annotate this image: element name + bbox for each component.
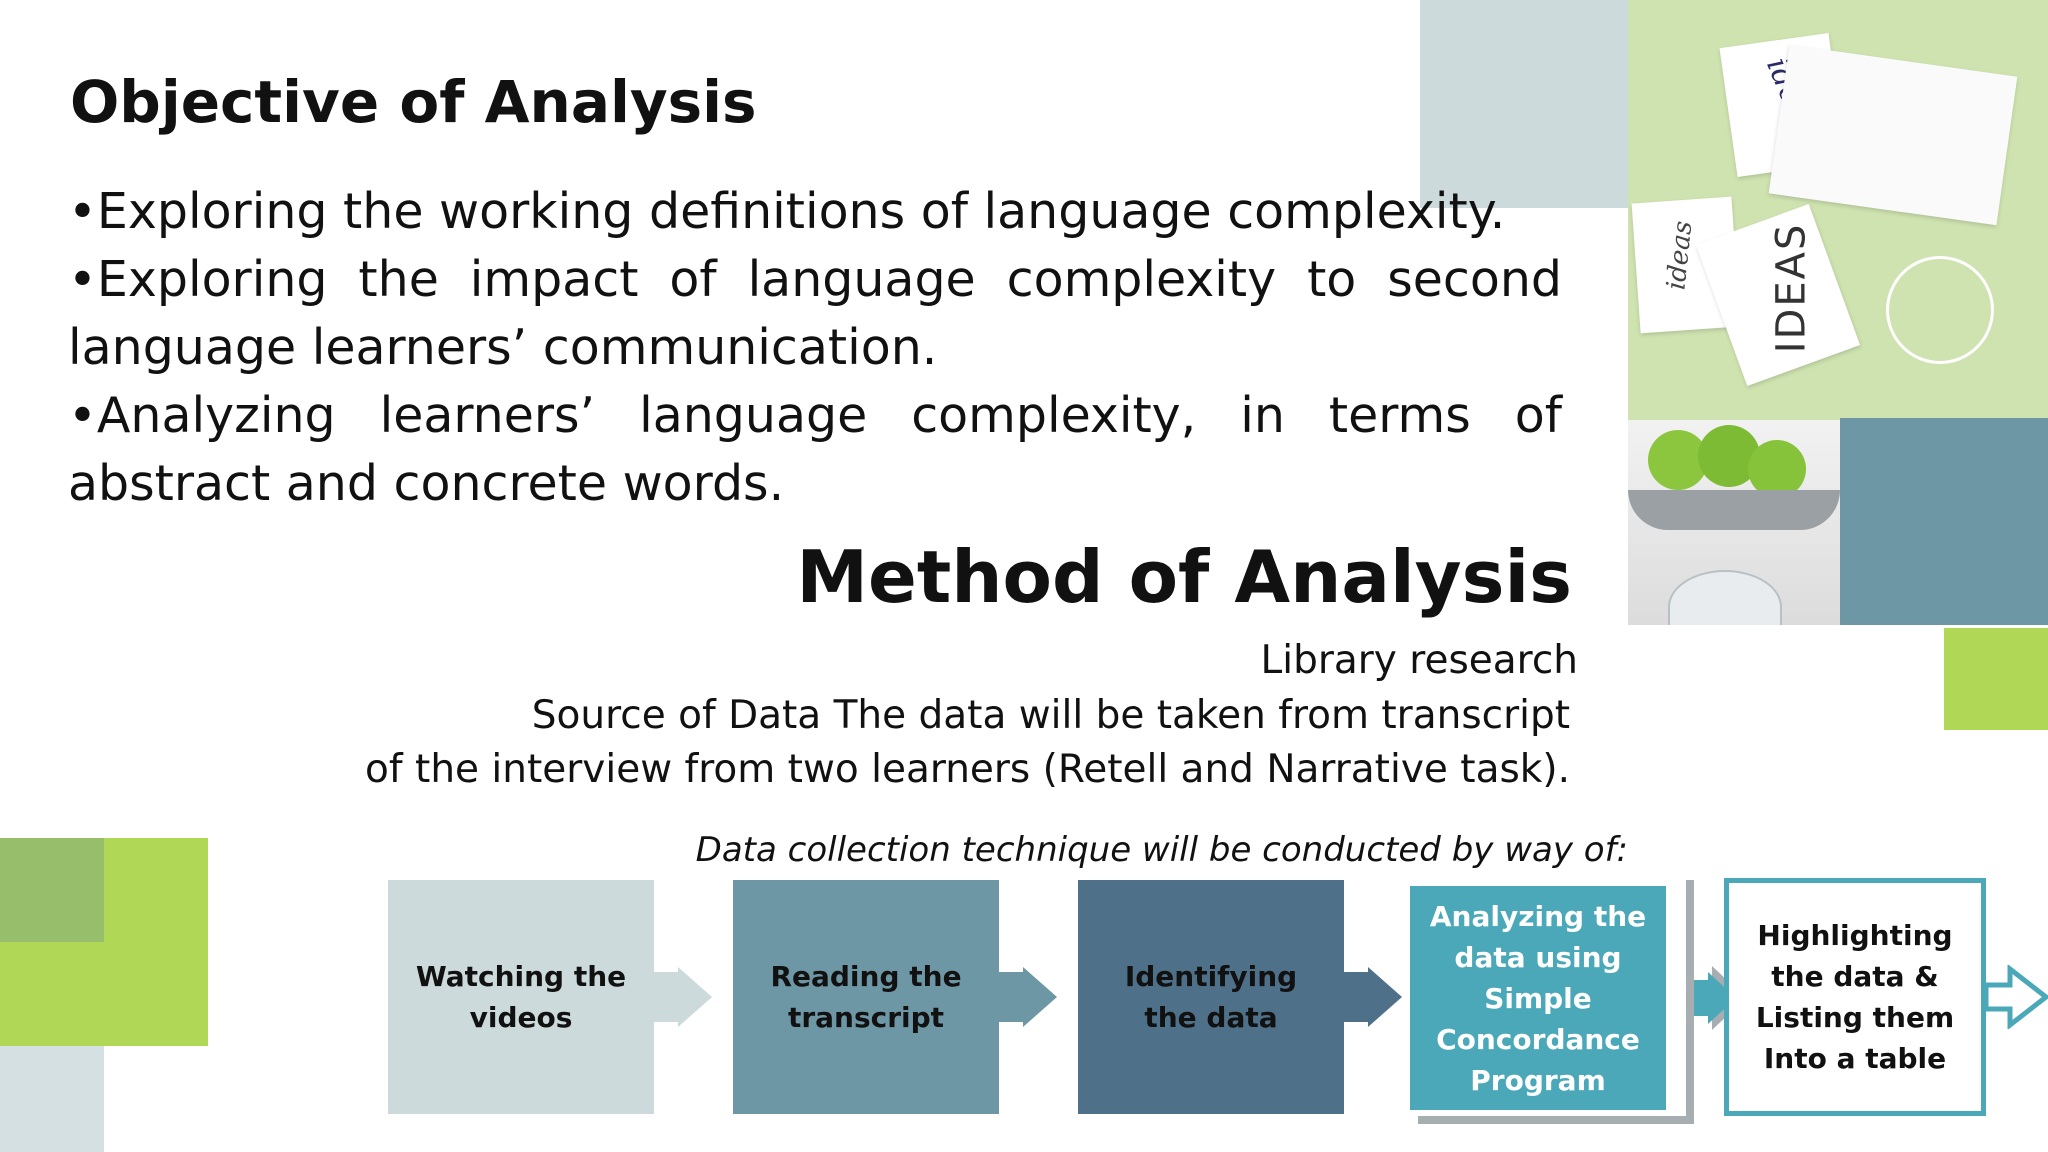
step-text: Watching the	[415, 960, 627, 993]
step-text: Simple	[1484, 981, 1592, 1015]
step-text: Identifying	[1124, 960, 1298, 993]
step-text: Concordance	[1436, 1022, 1640, 1056]
arrow-right-icon	[678, 967, 712, 1027]
step-text: the data &	[1771, 960, 1939, 993]
arrow-right-icon	[654, 972, 678, 1022]
note-paper	[1768, 44, 2018, 226]
method-line: Library research	[1260, 638, 1578, 683]
method-line: Source of Data The data will be taken fr…	[531, 693, 1570, 738]
bullet-item: •Exploring the working definitions of la…	[68, 183, 1506, 240]
deco-block-green-right	[1944, 628, 2048, 730]
note-text: IDEAS	[1768, 222, 1815, 354]
method-line: of the interview from two learners (Rete…	[365, 747, 1570, 792]
arrow-right-icon	[1694, 980, 1712, 1016]
bullet-item: •Exploring the impact of language comple…	[68, 251, 1562, 376]
arrow-right-icon	[1023, 967, 1057, 1027]
process-step-shadow	[1418, 880, 1694, 1124]
arrow-right-icon	[1344, 972, 1368, 1022]
step-text: Reading the	[770, 960, 962, 993]
deco-block-olive-left	[0, 838, 104, 942]
step-text: transcript	[787, 1001, 945, 1034]
step-text: Into a table	[1763, 1042, 1947, 1075]
process-step-watching: Watching the videos	[388, 880, 654, 1114]
process-step-analyzing: Analyzing the data using Simple Concorda…	[1410, 886, 1666, 1110]
photo-blue-tile	[1840, 418, 2048, 625]
note-text: ideas	[1661, 219, 1699, 292]
objective-bullets: •Exploring the working definitions of la…	[68, 178, 1562, 518]
bullet-item: •Analyzing learners’ language complexity…	[68, 387, 1562, 512]
step-text: videos	[469, 1001, 573, 1034]
process-step-highlighting: Highlighting the data & Listing them Int…	[1724, 878, 1986, 1116]
arrow-right-outline-icon	[1983, 963, 2048, 1031]
objective-title: Objective of Analysis	[70, 68, 757, 136]
process-step-reading: Reading the transcript	[733, 880, 999, 1114]
step-text: Listing them	[1755, 1001, 1955, 1034]
step-text: Analyzing the	[1429, 899, 1647, 933]
step-text: Highlighting	[1757, 919, 1953, 952]
step-text: the data	[1144, 1001, 1278, 1034]
arrow-right-icon	[1368, 967, 1402, 1027]
step-text: data using	[1454, 940, 1622, 974]
deco-block-top	[1420, 0, 1630, 208]
method-title: Method of Analysis	[796, 535, 1572, 619]
apple-bowl-image	[1628, 420, 1840, 625]
arrow-right-icon	[999, 972, 1023, 1022]
photo-collage: ideas ideas IDEAS	[1628, 0, 2048, 625]
globe-icon	[1886, 256, 1994, 364]
process-step-identifying: Identifying the data	[1078, 880, 1344, 1114]
technique-caption: Data collection technique will be conduc…	[695, 830, 1628, 870]
deco-block-grey-left	[0, 1046, 104, 1152]
step-text: Program	[1470, 1063, 1606, 1097]
